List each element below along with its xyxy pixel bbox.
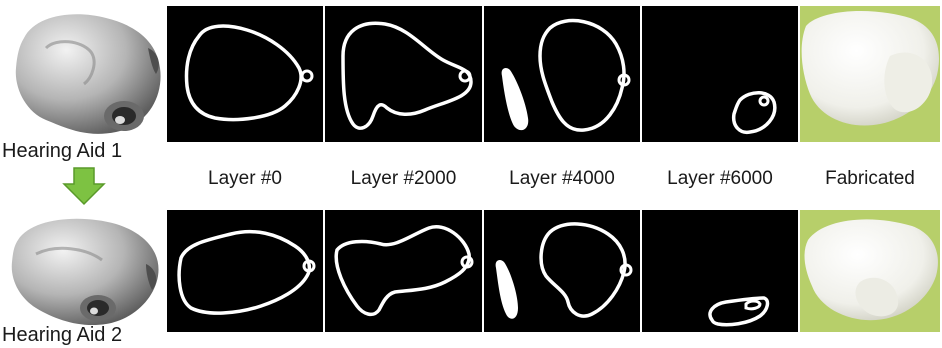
- slice-contour: [187, 26, 302, 119]
- column-label-layer-2000: Layer #2000: [325, 168, 482, 190]
- hearing-aid-2-model: [6, 210, 166, 332]
- slice-row-1-layer-0: [167, 6, 323, 142]
- column-label-layer-4000: Layer #4000: [484, 168, 640, 190]
- slice-row-1-layer-2000: [325, 6, 482, 142]
- slice-row-1-layer-4000: [484, 6, 640, 142]
- slice-contour: [336, 227, 469, 315]
- hearing-aid-1-model: [6, 8, 166, 140]
- slice-filled-region: [502, 68, 529, 130]
- column-label-fabricated: Fabricated: [800, 168, 940, 190]
- column-label-layer-6000: Layer #6000: [642, 168, 798, 190]
- slice-contour: [540, 21, 624, 131]
- row-1-model-label: Hearing Aid 1: [2, 140, 122, 163]
- row-2-model-label: Hearing Aid 2: [2, 324, 122, 347]
- fabricated-row-2-photo: [800, 210, 940, 332]
- slice-row-1-layer-6000: [642, 6, 798, 142]
- slice-contour: [343, 23, 471, 128]
- slice-contour: [541, 224, 625, 316]
- fabricated-row-1-photo: [800, 6, 940, 142]
- slice-contour: [179, 232, 309, 313]
- slice-filled-region: [496, 260, 518, 319]
- down-arrow-icon: [62, 166, 106, 206]
- slice-row-2-layer-4000: [484, 210, 640, 332]
- slice-row-2-layer-2000: [325, 210, 482, 332]
- slice-row-2-layer-6000: [642, 210, 798, 332]
- slice-row-2-layer-0: [167, 210, 323, 332]
- column-label-layer-0: Layer #0: [167, 168, 323, 190]
